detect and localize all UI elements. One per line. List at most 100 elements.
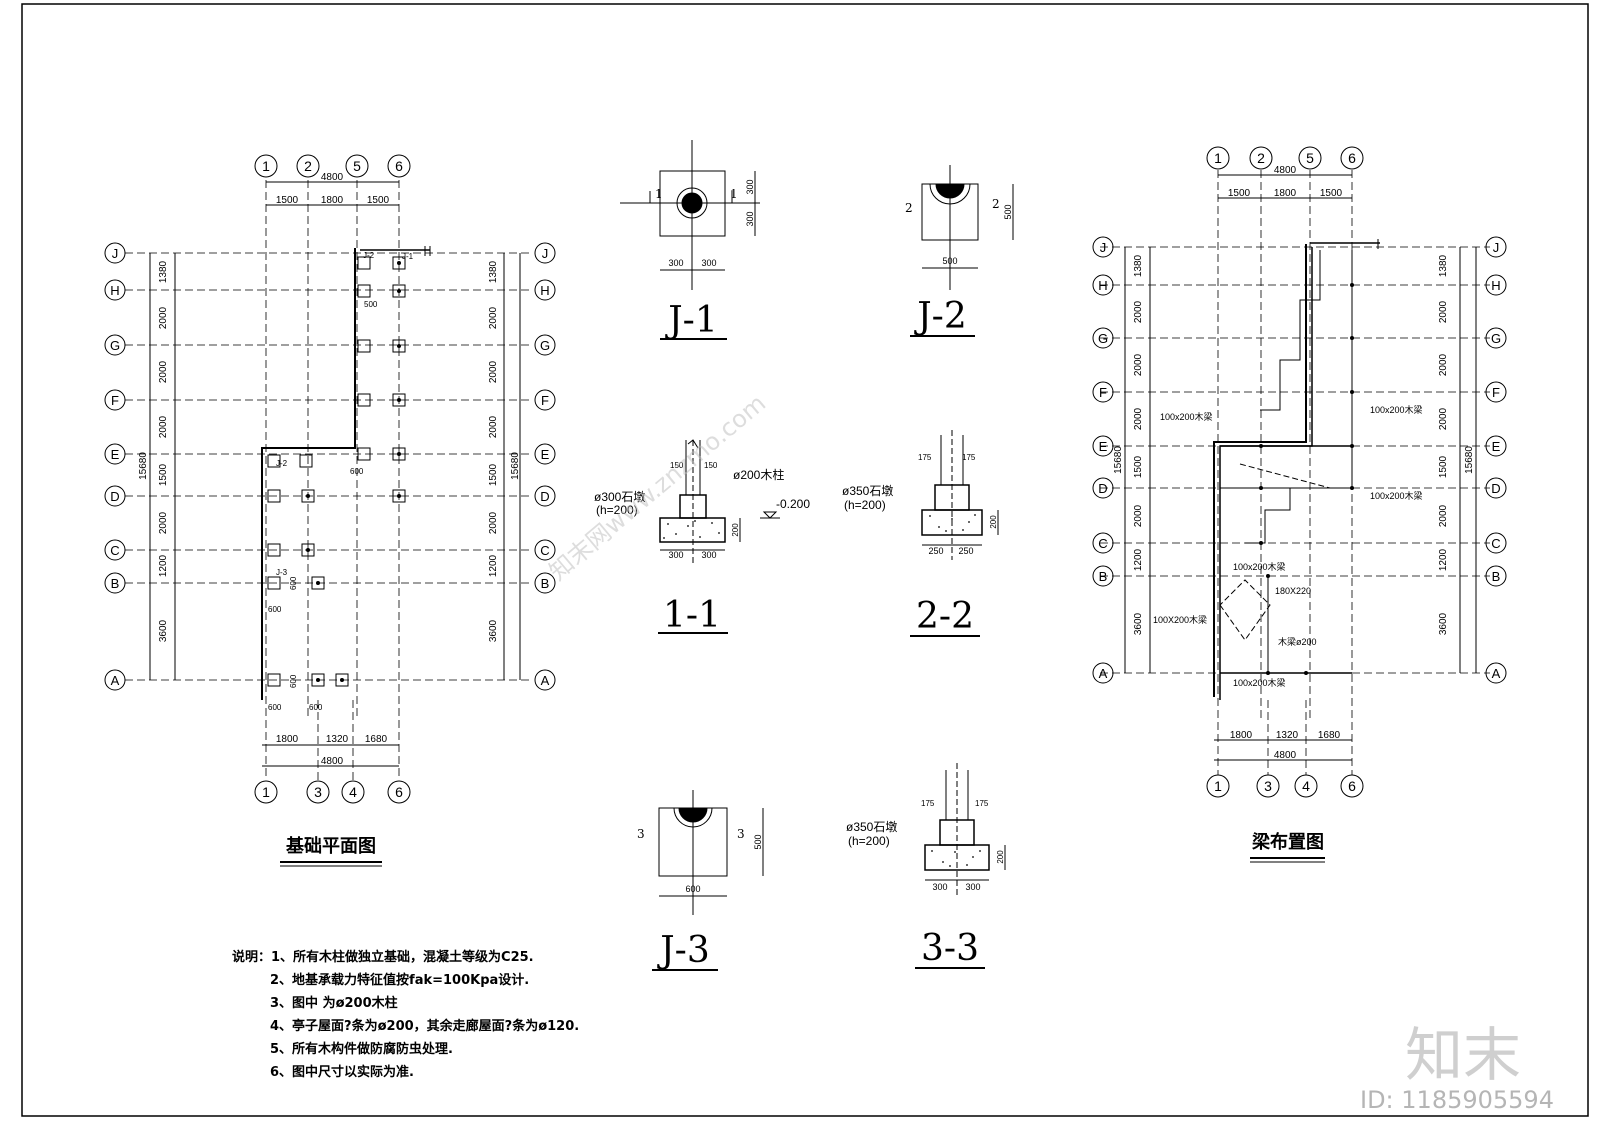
s22-title: 2-2 bbox=[916, 596, 974, 637]
concrete-hatch bbox=[663, 514, 981, 867]
fp-tag-2: J-2 bbox=[363, 251, 375, 260]
fp-row-axis-b-right: B bbox=[541, 576, 550, 591]
fp-row-dims: 1380 2000 2000 2000 1500 2000 1200 3600 … bbox=[138, 260, 521, 642]
fp-top-overall: 4800 bbox=[321, 172, 344, 183]
bp-row-dim-4: 2000 bbox=[1133, 407, 1144, 430]
fp-axis-bot-2: 3 bbox=[314, 784, 322, 800]
fp-row-bubble bbox=[104, 539, 126, 561]
j2-mark-left: 2 bbox=[905, 201, 913, 215]
fp-row-bubble bbox=[104, 572, 126, 594]
fp-row-dim-r3: 2000 bbox=[488, 360, 499, 383]
fp-row-axis-c-left: C bbox=[110, 543, 119, 558]
j3-mark-left: 3 bbox=[637, 827, 645, 841]
bp-row-bubble bbox=[1485, 236, 1507, 258]
s22-dim-5: 250 bbox=[958, 546, 973, 556]
fp-axis-bot-1: 1 bbox=[262, 784, 270, 800]
fp-row-axis-a-right: A bbox=[541, 673, 550, 688]
s22-pier: ø350石墩 bbox=[842, 484, 893, 498]
bp-row-axis-f-left: F bbox=[1099, 385, 1107, 400]
bp-bottom-dim-1: 1800 bbox=[1230, 730, 1253, 741]
fp-row-dim-r8: 3600 bbox=[488, 619, 499, 642]
s22-pier-h: (h=200) bbox=[844, 498, 886, 512]
s33-dim-1: 175 bbox=[921, 799, 935, 808]
fp-row-bubble bbox=[534, 279, 556, 301]
bp-beam-label-3: 100x200木梁 bbox=[1370, 490, 1423, 501]
fp-row-dim-2: 2000 bbox=[158, 306, 169, 329]
j3-title: J-3 bbox=[656, 930, 710, 971]
bp-row-bubble bbox=[1485, 477, 1507, 499]
s11-column: ø200木柱 bbox=[733, 467, 784, 482]
j2-title: J-2 bbox=[913, 296, 967, 337]
bp-row-bubble bbox=[1092, 662, 1114, 684]
s11-pier: ø300石墩 bbox=[594, 490, 645, 504]
j2-dim-2: 500 bbox=[942, 256, 957, 266]
j1-title: J-1 bbox=[664, 300, 718, 341]
bp-row-dim-3: 2000 bbox=[1133, 353, 1144, 376]
bp-row-dim-r4: 2000 bbox=[1438, 407, 1449, 430]
fp-top-dim-2: 1800 bbox=[321, 195, 344, 206]
fp-row-axis-d-left: D bbox=[110, 489, 119, 504]
fp-axis-bot-3: 4 bbox=[349, 784, 357, 800]
bp-top-dims: 4800 1500 1800 1500 bbox=[1228, 165, 1343, 199]
fp-row-bubble bbox=[534, 242, 556, 264]
fp-row-dim-r2: 2000 bbox=[488, 306, 499, 329]
j3-dim-2: 600 bbox=[685, 884, 700, 894]
j1-dim-1: 300 bbox=[745, 179, 755, 194]
bp-row-axis-g-right: G bbox=[1491, 331, 1501, 346]
section-1-1 bbox=[658, 439, 780, 634]
bp-row-bubble bbox=[1092, 435, 1114, 457]
s33-dim-3: 200 bbox=[996, 850, 1005, 864]
bp-beam-label-8: 100x200木梁 bbox=[1233, 677, 1286, 688]
bp-row-bubble bbox=[1092, 565, 1114, 587]
bp-top-dim-1: 1500 bbox=[1228, 188, 1251, 199]
fp-row-bubble bbox=[104, 389, 126, 411]
fp-bottom-dim-1: 1800 bbox=[276, 734, 299, 745]
detail-texts: 1 1 300 300 300 300 J-1 2 2 500 500 J-2 … bbox=[594, 179, 1013, 971]
j2-mark-right: 2 bbox=[992, 197, 1000, 211]
fp-row-axis-h-right: H bbox=[540, 283, 549, 298]
bp-row-bubble bbox=[1485, 565, 1507, 587]
bp-beam-label-4: 100x200木梁 bbox=[1233, 561, 1286, 572]
fp-row-axis-g-right: G bbox=[540, 338, 550, 353]
bp-beam-labels: 100x200木梁 100x200木梁 100x200木梁 100x200木梁 … bbox=[1153, 404, 1423, 688]
fp-row-bubble bbox=[104, 443, 126, 465]
fp-row-bubble bbox=[534, 485, 556, 507]
fp-row-dim-5: 1500 bbox=[158, 463, 169, 486]
bp-row-bubble bbox=[1485, 662, 1507, 684]
fp-row-dim-r7: 1200 bbox=[488, 554, 499, 577]
fp-row-dim-3: 2000 bbox=[158, 360, 169, 383]
fp-axis-top-1: 1 bbox=[262, 158, 270, 174]
bp-row-axis-c-right: C bbox=[1491, 536, 1500, 551]
bp-row-dim-7: 1200 bbox=[1133, 548, 1144, 571]
s33-dim-4: 300 bbox=[932, 882, 947, 892]
bp-bottom: 1800 1320 1680 4800 1 3 4 6 梁布置图 bbox=[1206, 730, 1364, 852]
bp-axis-bot-2: 3 bbox=[1264, 778, 1272, 794]
j3-dim-1: 500 bbox=[753, 834, 763, 849]
bp-beam-label-7: 木梁ø200 bbox=[1278, 636, 1317, 647]
fp-small-dim-5: 600 bbox=[309, 703, 323, 712]
fp-row-axis-c-right: C bbox=[540, 543, 549, 558]
bp-axis-top-4: 6 bbox=[1348, 150, 1356, 166]
fp-top-dims: 4800 1500 1800 1500 bbox=[276, 172, 390, 206]
fp-small-dims: 500 600 600 600 600 600 600 J-1 J-2 J-2 … bbox=[268, 251, 414, 712]
bp-row-axis-b-left: B bbox=[1099, 569, 1108, 584]
fp-row-bubble bbox=[104, 242, 126, 264]
sheet-border bbox=[21, 3, 1589, 1117]
bp-row-bubble bbox=[1092, 532, 1114, 554]
bp-row-bubble bbox=[1485, 532, 1507, 554]
fp-row-dim-4: 2000 bbox=[158, 415, 169, 438]
bp-row-dim-r2: 2000 bbox=[1438, 300, 1449, 323]
fp-small-dim-1: 500 bbox=[364, 300, 378, 309]
bp-row-axis-a-right: A bbox=[1492, 666, 1501, 681]
fp-row-axis-a-left: A bbox=[111, 673, 120, 688]
bp-row-axis-d-right: D bbox=[1491, 481, 1500, 496]
bp-row-axis-j-right: J bbox=[1493, 240, 1500, 255]
bp-row-bubble bbox=[1485, 327, 1507, 349]
s33-dim-2: 175 bbox=[975, 799, 989, 808]
bp-row-dim-2: 2000 bbox=[1133, 300, 1144, 323]
fp-row-dim-6: 2000 bbox=[158, 511, 169, 534]
s22-dim-2: 175 bbox=[962, 453, 976, 462]
fp-row-bubble bbox=[534, 443, 556, 465]
fp-small-dim-7: 600 bbox=[289, 674, 298, 688]
